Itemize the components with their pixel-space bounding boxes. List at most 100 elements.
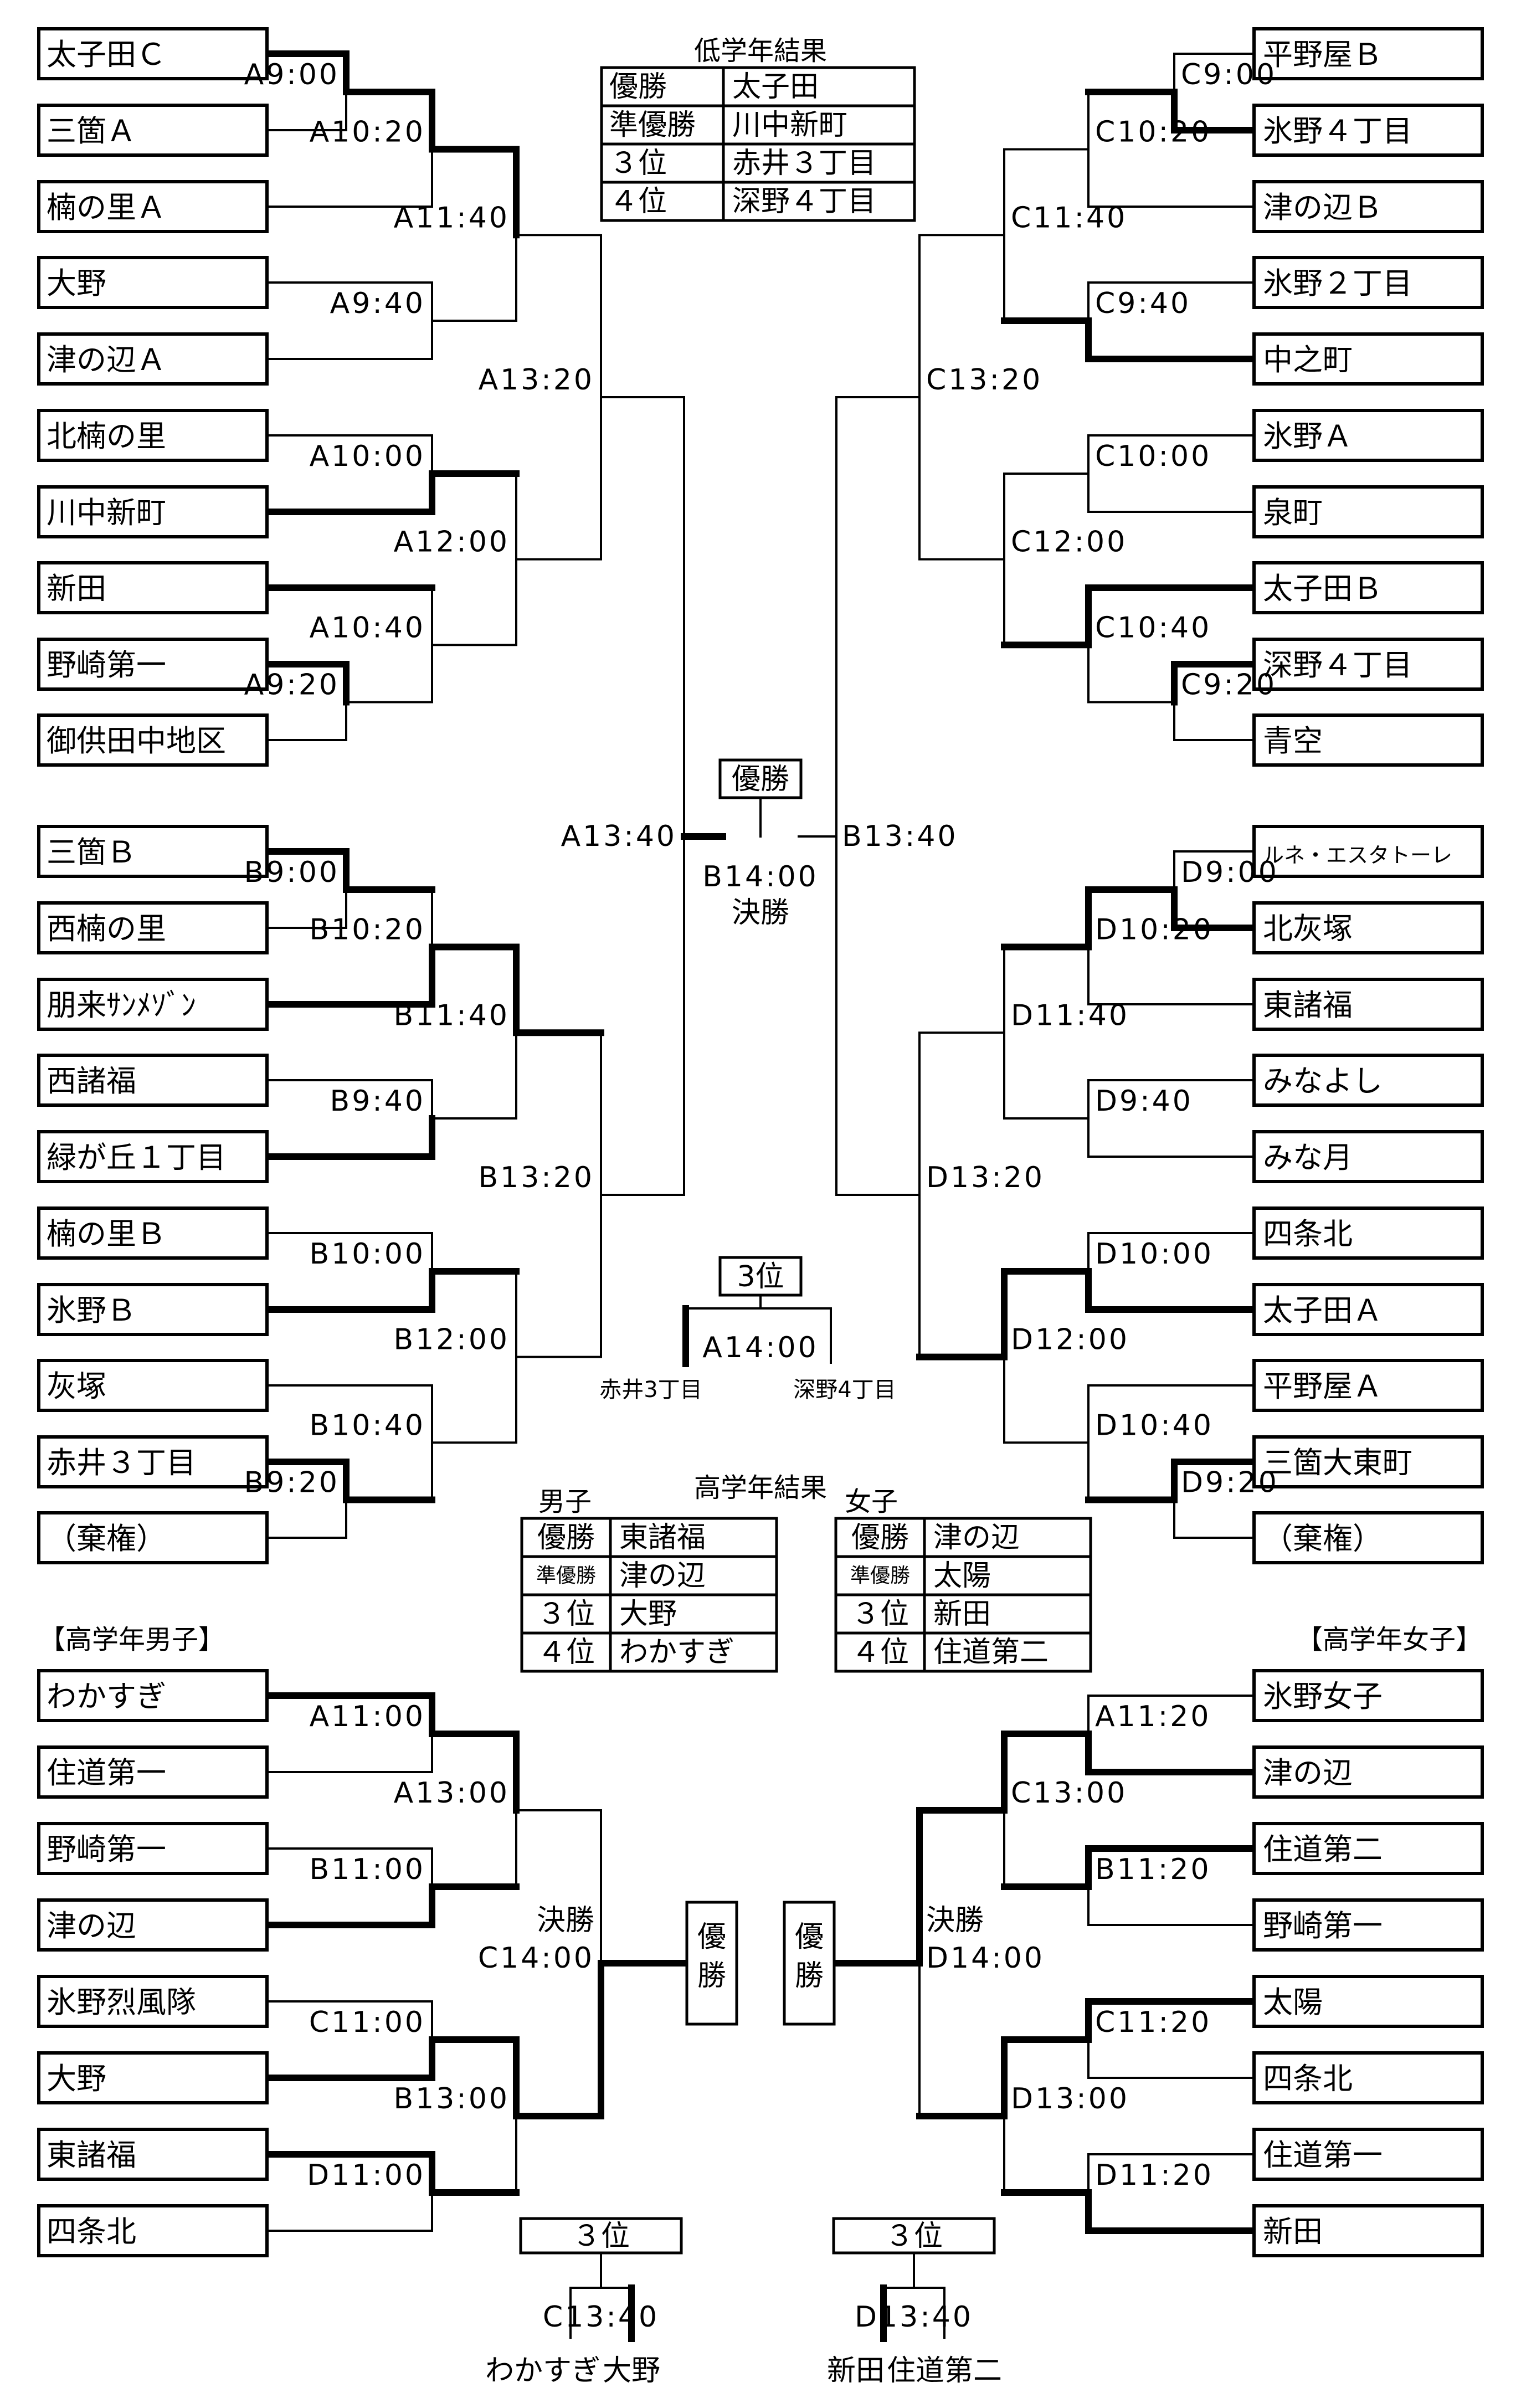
high-boys-team-4-box (37, 1898, 269, 1952)
low-d-team-4: みなよし (1263, 1064, 1383, 1098)
low-b-team-7-box (37, 1283, 269, 1336)
high-results-title: 高学年結果 (694, 1472, 827, 1503)
high-girls-results-team-cell (923, 1555, 1092, 1596)
winner-path (1001, 317, 1257, 362)
low-results-team: 太子田 (732, 70, 819, 104)
low-champion-label: 優勝 (732, 763, 789, 796)
high-boys-caption: 男子 (538, 1486, 592, 1517)
match-line (431, 1733, 517, 1888)
high-girls-team-4: 野崎第一 (1263, 1908, 1383, 1943)
low-d-time-6: D10:00 (1095, 1238, 1214, 1271)
low-b-time-3: B11:40 (393, 999, 510, 1032)
low-d-time-4: D9:40 (1095, 1085, 1193, 1118)
low-third-right-team: 深野4丁目 (793, 1377, 896, 1403)
high-girls-results-team: 津の辺 (933, 1521, 1020, 1554)
low-a-time-3: A11:40 (394, 201, 510, 234)
low-b-team-4-box (37, 1054, 269, 1107)
high-girls-results-team-cell (923, 1517, 1092, 1558)
high-boys-results-team: 津の辺 (619, 1559, 706, 1593)
low-champion-box (718, 758, 803, 799)
high-girls-results-rank: ４位 (851, 1636, 909, 1669)
high-girls-results-team-cell (923, 1593, 1092, 1635)
low-c-time-3: C11:40 (1011, 201, 1127, 234)
high-girls-champion-label: 勝 (795, 1959, 824, 1993)
high-boys-results-team: 東諸福 (619, 1521, 706, 1554)
match-line (431, 473, 517, 646)
high-girls-time-1: A11:20 (1095, 1700, 1211, 1733)
high-boys-third-box (519, 2217, 683, 2255)
high-girls-team-4-box (1252, 1898, 1484, 1952)
low-d-team-4-box (1252, 1054, 1484, 1107)
high-boys-champion-label-box (685, 1901, 738, 2026)
high-girls-team-1: 氷野女子 (1263, 1679, 1383, 1714)
low-c-time-8: C10:40 (1095, 611, 1211, 644)
low-d-team-1-box (1252, 825, 1484, 878)
low-d-time-5: D13:20 (926, 1161, 1045, 1194)
match-line (1003, 1270, 1090, 1444)
low-d-team-2: 北灰塚 (1263, 911, 1353, 946)
low-c-team-6-box (1252, 409, 1484, 462)
low-a-time-6: A10:00 (310, 440, 425, 473)
low-b-time-1: B9:00 (244, 856, 340, 889)
low-b-team-6: 楠の里Ｂ (47, 1216, 166, 1251)
low-d-time-2: D10:20 (1095, 913, 1214, 947)
low-b-team-9: 赤井３丁目 (47, 1445, 196, 1480)
low-semi-right-time: B13:40 (842, 820, 958, 853)
low-a-time-2: A10:20 (310, 116, 425, 149)
low-c-team-4-box (1252, 256, 1484, 309)
low-b-time-5: B13:20 (478, 1161, 594, 1194)
low-d-team-9: 三箇大東町 (1263, 1445, 1412, 1480)
high-girls-third-right: 住道第二 (887, 2354, 1002, 2388)
match-line (1003, 2039, 1090, 2194)
high-girls-results-rank: 準優勝 (850, 1564, 910, 1587)
match-line (431, 2039, 517, 2194)
low-results-rank: ３位 (609, 147, 667, 180)
low-b-team-5-box (37, 1130, 269, 1183)
low-b-time-6: B10:00 (309, 1238, 425, 1271)
low-results-rank-cell (600, 104, 725, 146)
low-d-team-5: みな月 (1263, 1140, 1353, 1175)
high-boys-team-1: わかすぎ (47, 1679, 166, 1714)
high-girls-results-team: 住道第二 (933, 1636, 1049, 1669)
low-results-rank: 優勝 (609, 70, 667, 104)
winner-path (264, 2151, 520, 2196)
high-boys-champion-label: 優 (697, 1921, 726, 1954)
low-a-time-4: A9:40 (330, 287, 425, 320)
high-boys-third-left: わかすぎ (485, 2354, 600, 2388)
high-girls-final-label: 決勝 (926, 1904, 984, 1937)
low-d-team-2-box (1252, 901, 1484, 954)
high-boys-time-2: A13:00 (394, 1777, 510, 1810)
high-boys-team-8-box (37, 2204, 269, 2257)
high-girls-results-rank-cell (834, 1631, 926, 1673)
low-a-team-6-box (37, 409, 269, 462)
high-girls-team-3: 住道第二 (1263, 1832, 1383, 1867)
high-girls-third-time: D13:40 (855, 2301, 973, 2334)
high-boys-results-team: 大野 (619, 1598, 677, 1631)
high-boys-final-time: C14:00 (478, 1942, 594, 1975)
high-girls-third-box (832, 2217, 996, 2255)
winner-path (264, 50, 520, 239)
low-b-team-8-box (37, 1359, 269, 1412)
high-boys-results-rank: ３位 (537, 1598, 595, 1631)
low-d-team-7-box (1252, 1283, 1484, 1336)
high-boys-team-6-box (37, 2051, 269, 2104)
low-c-team-2: 氷野４丁目 (1263, 114, 1412, 148)
match-line (600, 396, 685, 1196)
low-c-team-1: 平野屋Ｂ (1263, 37, 1383, 72)
winner-path (1171, 661, 1257, 706)
high-girls-team-8-box (1252, 2204, 1484, 2257)
low-a-team-8-box (37, 561, 269, 614)
low-results-team: 深野４丁目 (732, 185, 876, 218)
winner-path (1001, 1845, 1257, 1890)
winner-path (264, 1960, 687, 2119)
winner-path (1001, 584, 1257, 649)
high-boys-champion-label: 勝 (697, 1959, 726, 1993)
low-c-team-6: 氷野Ａ (1263, 419, 1353, 454)
low-c-time-2: C10:20 (1095, 116, 1211, 149)
low-b-team-4: 西諸福 (47, 1064, 136, 1098)
winner-path (1001, 2189, 1257, 2234)
match-line (1003, 148, 1090, 322)
high-boys-team-2: 住道第一 (47, 1755, 166, 1790)
low-third-left-team: 赤井3丁目 (599, 1377, 702, 1403)
match-line (431, 148, 517, 322)
